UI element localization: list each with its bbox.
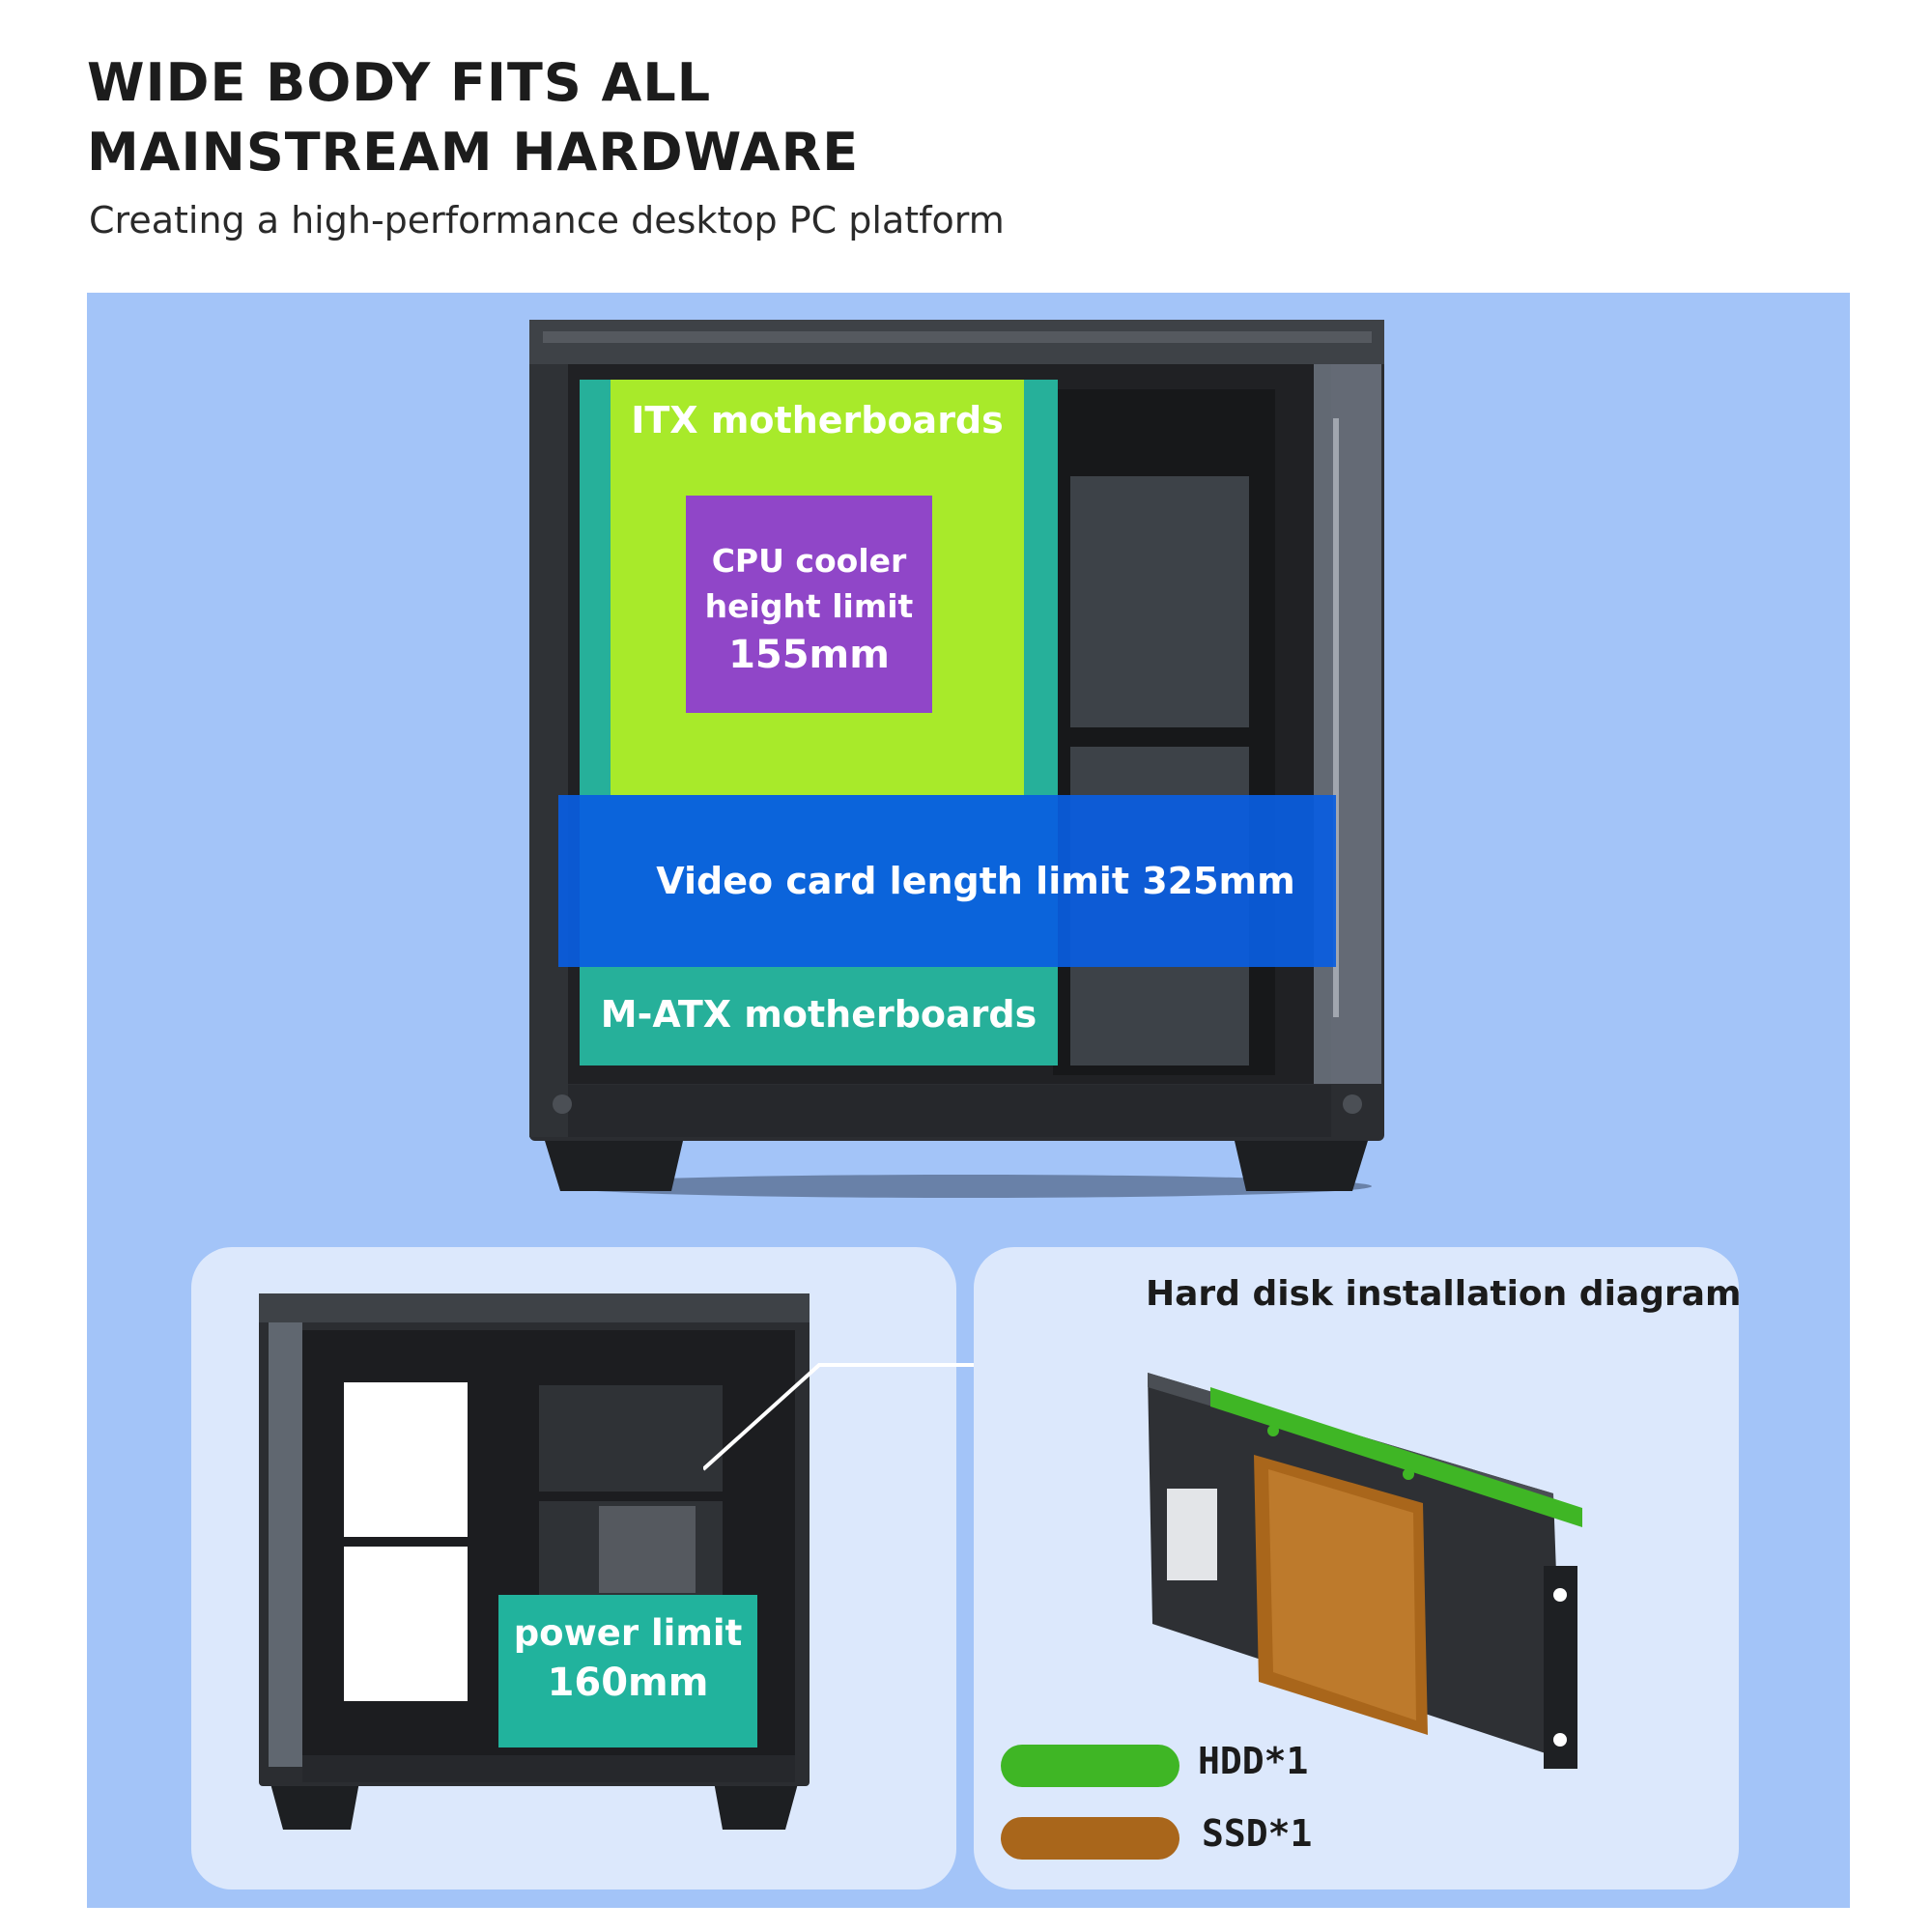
cpu-cooler-value: 155mm [728, 633, 890, 677]
main-case: ITX motherboards CPU cooler height limit… [512, 312, 1410, 1201]
page-subtitle: Creating a high-performance desktop PC p… [89, 199, 1005, 242]
itx-label: ITX motherboards [631, 399, 1004, 441]
drive-bracket-illustration [1148, 1373, 1582, 1769]
power-zone [498, 1595, 757, 1747]
power-limit-label: power limit [513, 1612, 743, 1654]
title-line-2: MAINSTREAM HARDWARE [87, 122, 860, 183]
matx-label: M-ATX motherboards [600, 993, 1037, 1036]
feature-panel: ITX motherboards CPU cooler height limit… [87, 293, 1850, 1908]
power-limit-value: 160mm [547, 1661, 709, 1705]
page-title: WIDE BODY FITS ALL MAINSTREAM HARDWARE [87, 48, 859, 187]
title-line-1: WIDE BODY FITS ALL [87, 52, 712, 113]
cpu-cooler-label-2: height limit [704, 587, 914, 625]
video-card-zone [558, 795, 1336, 967]
hdd-legend-swatch [1001, 1745, 1179, 1787]
ssd-legend-label: SSD*1 [1202, 1812, 1313, 1855]
hdd-legend-label: HDD*1 [1198, 1740, 1309, 1782]
hard-disk-title: Hard disk installation diagram [1146, 1274, 1742, 1314]
video-card-label: Video card length limit 325mm [656, 860, 1295, 902]
hard-disk-card: Hard disk installation diagram HDD*1 SSD… [974, 1247, 1742, 1889]
connector-line [703, 1363, 1041, 1471]
cpu-cooler-label-1: CPU cooler [711, 542, 907, 580]
cpu-cooler-zone [686, 496, 932, 713]
power-supply-card: power limit 160mm [191, 1247, 1041, 1889]
ssd-legend-swatch [1001, 1817, 1179, 1860]
